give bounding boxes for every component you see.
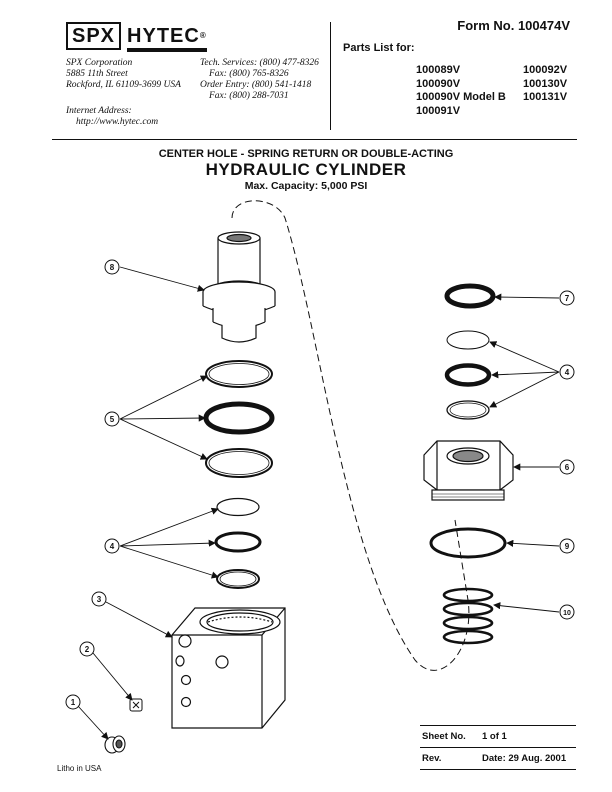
address-line: SPX Corporation	[66, 58, 133, 68]
tech-services-fax: Fax: (800) 765-8326	[209, 69, 289, 79]
part-7-wiper-ring	[444, 283, 496, 309]
internet-url[interactable]: http://www.hytec.com	[76, 117, 159, 127]
address-line: 5885 11th Street	[66, 69, 128, 79]
callout-10: 10	[563, 610, 571, 617]
callout-1: 1	[71, 698, 76, 707]
logo-spx: SPX	[66, 22, 122, 50]
rev-row: Rev. Date: 29 Aug. 2001	[420, 747, 576, 770]
leader-lines-left	[77, 266, 219, 740]
parts-model-list-1: 100089V 100090V 100090V Model B 100091V	[416, 64, 506, 118]
max-capacity: Max. Capacity: 5,000 PSI	[244, 180, 368, 192]
logo-hytec: HYTEC®	[127, 24, 207, 52]
part-1-coupler	[104, 735, 126, 754]
callout-9: 9	[565, 542, 570, 551]
rev-label: Rev.	[422, 753, 442, 764]
order-entry-phone: Order Entry: (800) 541-1418	[200, 80, 312, 90]
parts-list-for-label: Parts List for:	[343, 42, 415, 54]
part-4-rings-left	[214, 497, 262, 589]
header-divider-horizontal	[52, 139, 577, 140]
logo-reg-mark: ®	[199, 31, 207, 40]
part-9-oring	[429, 527, 507, 559]
callout-4-right: 4	[565, 368, 570, 377]
model-number: 100090V	[416, 77, 461, 90]
part-4-rings-right	[444, 330, 492, 420]
part-10-spring	[442, 587, 494, 645]
model-number: 100131V	[523, 91, 568, 103]
internet-address: Internet Address: http://www.hytec.com	[66, 106, 158, 128]
logo-hytec-text: HYTEC	[127, 25, 200, 47]
sheet-row: Sheet No. 1 of 1	[420, 725, 576, 747]
model-number: 100089V	[416, 64, 461, 76]
order-entry-fax: Fax: (800) 288-7031	[209, 91, 289, 101]
part-3-cylinder-body	[171, 607, 286, 729]
callout-5: 5	[110, 415, 115, 424]
model-number: 100130V	[523, 77, 568, 90]
company-address: SPX Corporation 5885 11th Street Rockfor…	[66, 58, 181, 91]
header-divider-vertical	[330, 22, 331, 130]
callout-6: 6	[565, 463, 570, 472]
callout-4-left: 4	[110, 542, 115, 551]
sheet-label: Sheet No.	[422, 731, 466, 742]
parts-model-list-2: 100092V 100130V 100131V	[523, 64, 567, 105]
part-5-orings	[203, 360, 275, 478]
part-6-gland-nut	[423, 440, 514, 501]
document-subtitle: CENTER HOLE - SPRING RETURN OR DOUBLE-AC…	[158, 148, 454, 160]
form-number: Form No. 100474V	[457, 18, 570, 33]
callout-8: 8	[110, 263, 115, 272]
sheet-info-box: Sheet No. 1 of 1 Rev. Date: 29 Aug. 2001	[420, 725, 576, 770]
hose-dashed-path	[231, 200, 470, 671]
callout-circles	[65, 259, 575, 710]
callout-2: 2	[85, 645, 90, 654]
internet-label: Internet Address:	[66, 106, 132, 116]
callout-3: 3	[97, 595, 102, 604]
callout-7: 7	[565, 294, 570, 303]
part-8-adapter	[202, 231, 276, 343]
contact-numbers: Tech. Services: (800) 477-8326 Fax: (800…	[200, 58, 319, 102]
tech-services-phone: Tech. Services: (800) 477-8326	[200, 58, 319, 68]
leader-lines-right	[489, 293, 560, 613]
model-number: 100092V	[523, 64, 568, 76]
document-title: HYDRAULIC CYLINDER	[205, 160, 407, 179]
part-2-set-screw	[129, 698, 143, 712]
litho-note: Litho in USA	[57, 764, 102, 773]
sheet-value: 1 of 1	[482, 731, 507, 742]
model-number: 100091V	[416, 104, 461, 117]
model-number: 100090V Model B	[416, 91, 506, 103]
address-line: Rockford, IL 61109-3699 USA	[66, 80, 181, 90]
rev-date: Date: 29 Aug. 2001	[482, 753, 567, 764]
